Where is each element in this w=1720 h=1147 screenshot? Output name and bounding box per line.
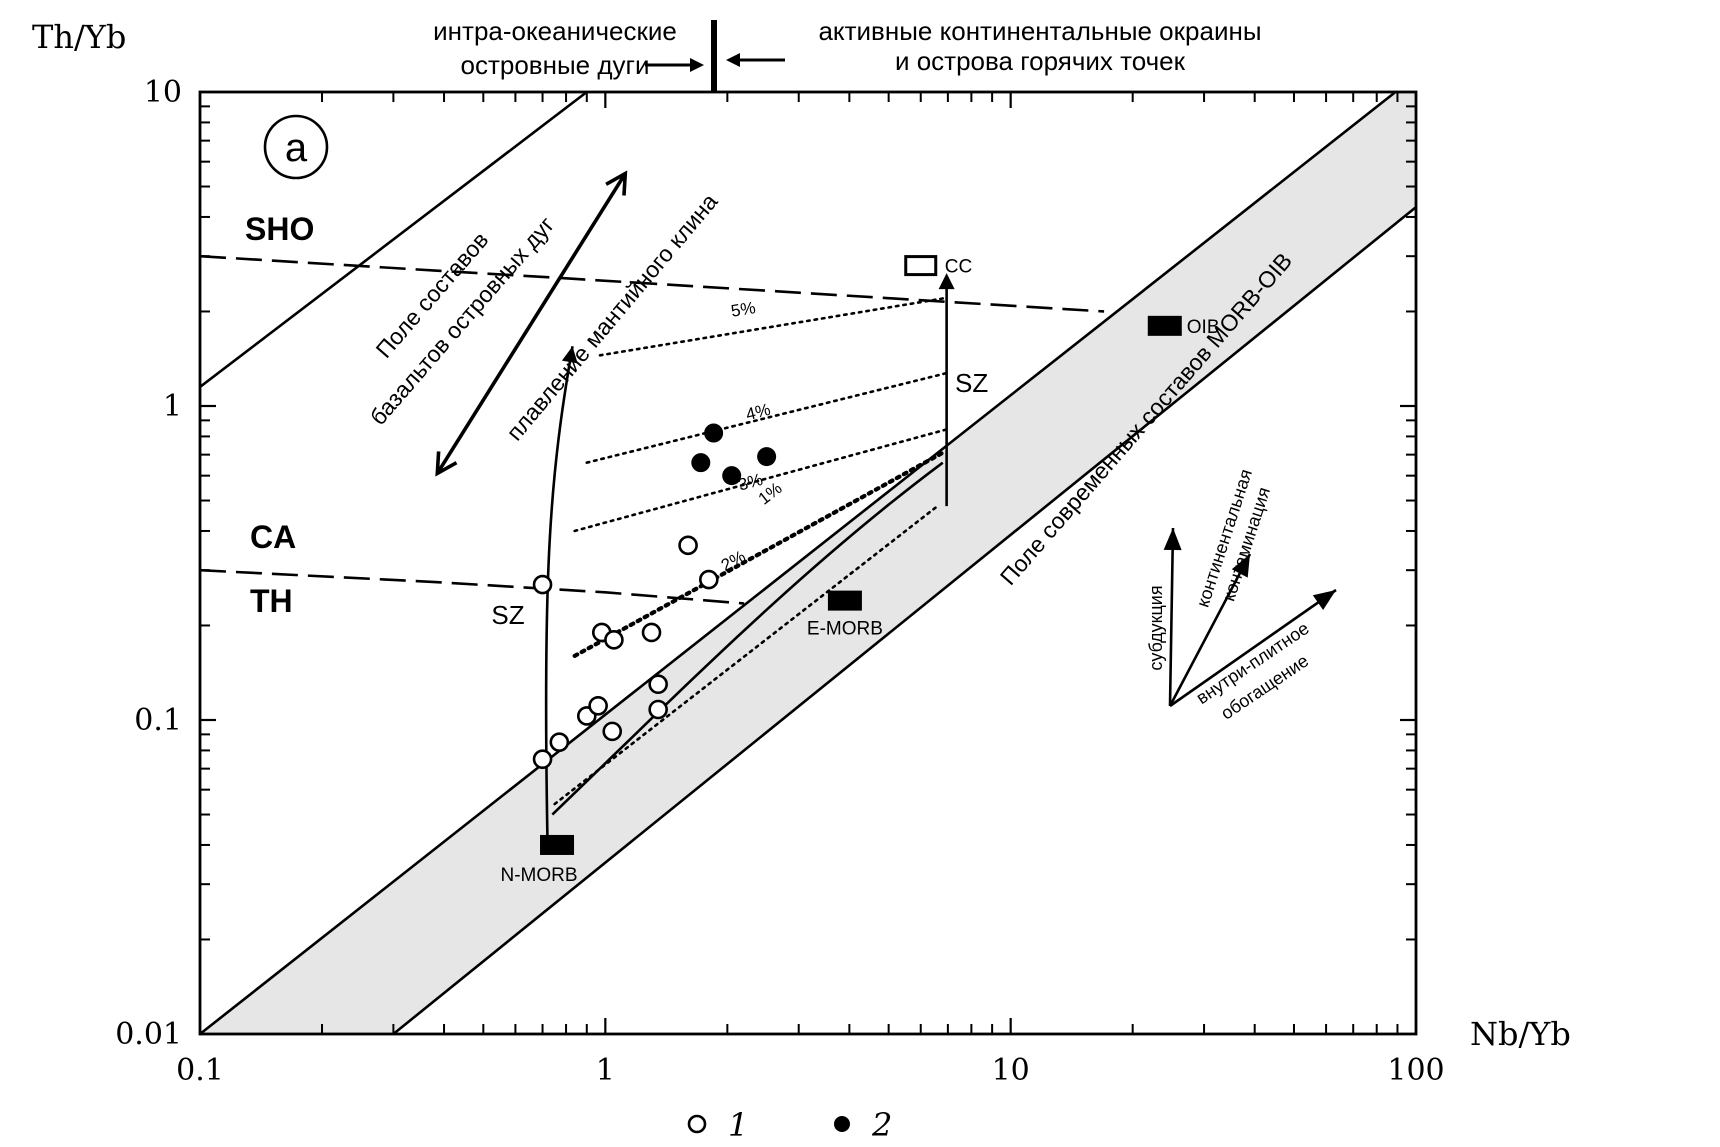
sz-curve-left-arrowhead (561, 346, 578, 364)
ca-th-boundary (199, 568, 745, 605)
percent-line (598, 297, 945, 357)
continental-contamination-vector (1168, 553, 1252, 707)
percent-label: 4% (744, 400, 772, 424)
data-point-series-1 (532, 574, 553, 595)
data-point-series-1 (604, 630, 624, 650)
y-tick-label: 10 (144, 75, 182, 110)
sz-label-right: SZ (955, 368, 988, 398)
morb-oib-array-field (200, 92, 1416, 1034)
percent-label: 5% (730, 298, 757, 321)
data-point-series-2 (722, 466, 742, 486)
data-point-series-2 (757, 447, 777, 467)
reference-point-e-morb (827, 590, 862, 611)
percent-line (572, 450, 945, 659)
arc-field-upper-line (199, 90, 588, 388)
arrow-left-icon (726, 53, 785, 67)
data-point-series-2 (691, 453, 711, 473)
percent-line (585, 372, 947, 464)
subduction-vector (1168, 527, 1175, 707)
field-label-sho: SHO (245, 211, 314, 247)
sz-label-left: SZ (491, 600, 524, 630)
legend-open-circle-icon (687, 1114, 707, 1134)
data-point-series-1 (678, 535, 698, 556)
data-point-series-1 (699, 569, 719, 590)
y-axis-label: Th/Yb (32, 18, 126, 56)
y-tick-label: 0.01 (115, 1017, 182, 1052)
sho-ca-boundary (199, 254, 1105, 313)
y-tick-label: 1 (163, 389, 182, 424)
data-point-series-1 (549, 732, 570, 752)
x-tick-label: 10 (992, 1053, 1030, 1088)
intraplate-enrichment-vector (1169, 588, 1337, 708)
array-lower-line (392, 206, 1417, 1036)
intraplate-enrichment-vector-head (1312, 590, 1336, 610)
data-point-series-1 (602, 721, 623, 742)
field-label-th: TH (250, 583, 293, 619)
x-axis-label: Nb/Yb (1470, 1015, 1571, 1053)
data-point-series-2 (704, 423, 724, 443)
mantle-melting-arrowhead-down (435, 451, 458, 477)
mantle-melting-arrowhead-up (605, 170, 628, 196)
reference-label-n-morb: N-MORB (500, 865, 577, 886)
field-label-ca: CA (250, 519, 296, 555)
reference-label-e-morb: E-MORB (807, 619, 883, 640)
reference-point-cc (904, 255, 938, 277)
arrow-right-icon (645, 58, 704, 72)
mixing-curve (551, 461, 944, 816)
array-upper-line (199, 90, 1397, 1036)
subduction-vector-head (1163, 528, 1182, 551)
panel-label-ring (263, 114, 329, 180)
data-point-series-1 (648, 674, 668, 695)
vector-label-subduction: субдукция (1146, 585, 1166, 670)
sz-curve-left (544, 346, 574, 842)
header-right-line2: и острова горячих точек (895, 46, 1186, 76)
data-point-series-1 (648, 699, 668, 720)
legend-filled-circle-icon (834, 1116, 850, 1132)
legend-label-1: 1 (728, 1106, 748, 1144)
reference-label-cc: CC (945, 257, 972, 278)
plot-frame (198, 90, 1418, 1036)
mantle-melting-arrow (435, 172, 627, 475)
x-tick-label: 0.1 (176, 1053, 224, 1088)
header-left-line1: интра-океанические (433, 16, 677, 46)
reference-point-n-morb (540, 834, 575, 855)
percent-line (553, 504, 939, 806)
data-point-series-1 (532, 749, 553, 770)
x-tick-label: 100 (1387, 1053, 1444, 1088)
continental-contamination-vector-head (1231, 554, 1250, 578)
data-point-series-1 (641, 622, 662, 643)
legend-label-2: 2 (871, 1106, 892, 1144)
panel-label: a (285, 126, 308, 170)
reference-point-oib (1147, 315, 1182, 336)
reference-label-oib: OIB (1187, 317, 1220, 338)
x-tick-label: 1 (596, 1053, 615, 1088)
header-left-line2: островные дуги (460, 50, 649, 80)
percent-label: 2% (718, 547, 749, 576)
header-right-line1: активные континентальные окраины (818, 16, 1261, 46)
y-tick-label: 0.1 (134, 703, 182, 738)
sz-arrow-right-arrowhead (938, 273, 955, 290)
header: интра-океанические островные дуги активн… (433, 16, 1262, 92)
data-point-series-1 (588, 695, 608, 716)
legend: 1 2 (687, 1106, 892, 1144)
